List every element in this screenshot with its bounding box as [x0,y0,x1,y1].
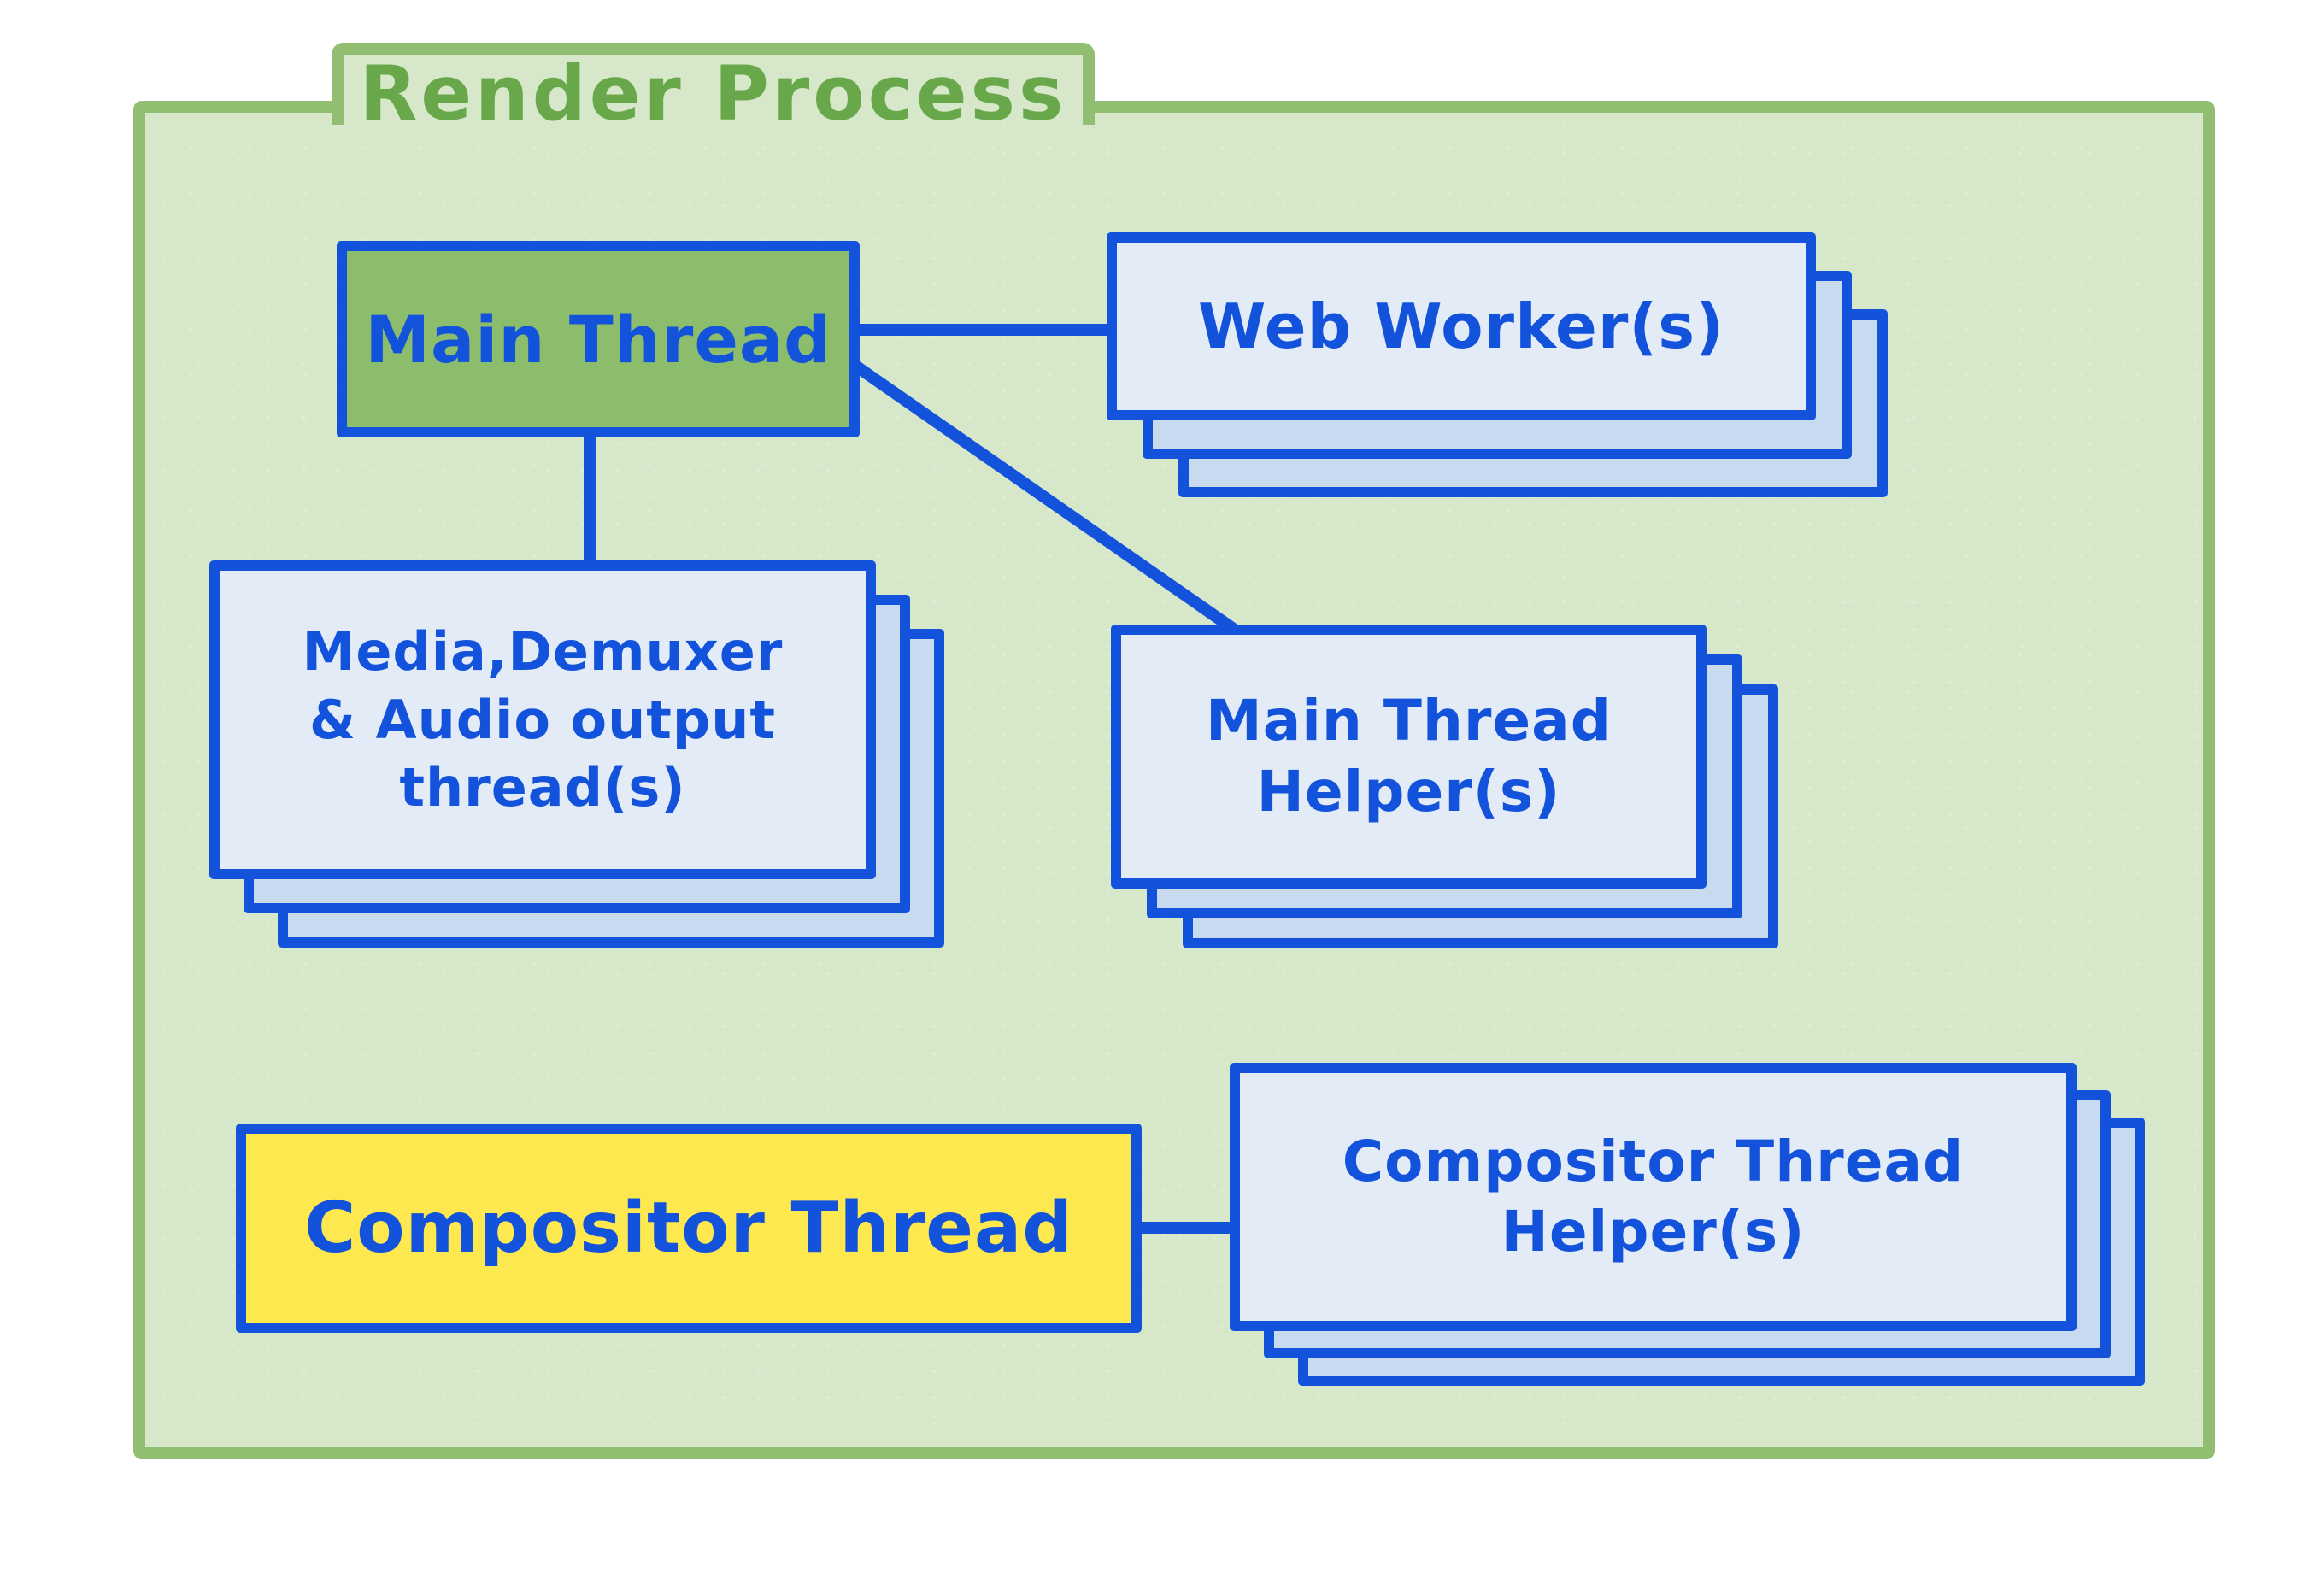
main-thread-label: Main Thread [365,301,831,378]
diagram-title: Render Process [359,50,1067,138]
compositor-thread-label: Compositor Thread [304,1188,1073,1269]
main-thread-helpers-stack: Main Thread Helper(s) [1111,625,1778,948]
web-workers-label: Web Worker(s) [1197,290,1725,362]
main-thread-helpers-label-line1: Main Thread [1206,688,1612,754]
media-threads-label-line1: Media,Demuxer [302,620,784,684]
compositor-thread-box: Compositor Thread [236,1124,1142,1333]
connector-main-thread-to-main-thread-helpers [852,361,1247,640]
compositor-thread-helpers-label-line2: Helper(s) [1501,1199,1806,1264]
render-process-folder-tab [332,43,1095,125]
compositor-thread-helpers-stack: Compositor Thread Helper(s) [1230,1063,2145,1386]
compositor-thread-helpers-label-line1: Compositor Thread [1342,1128,1965,1194]
media-threads-label-line2: & Audio output [308,688,777,751]
main-thread-helpers-box: Main Thread Helper(s) [1111,625,1707,889]
web-workers-box: Web Worker(s) [1107,232,1816,420]
main-thread-helpers-label-line2: Helper(s) [1256,758,1561,824]
media-threads-box: Media,Demuxer & Audio output thread(s) [209,560,876,879]
media-threads-label-line3: thread(s) [399,756,686,819]
compositor-thread-helpers-box: Compositor Thread Helper(s) [1230,1063,2077,1331]
main-thread-box: Main Thread [337,241,860,437]
web-workers-stack: Web Worker(s) [1107,232,1888,497]
media-threads-stack: Media,Demuxer & Audio output thread(s) [209,560,944,948]
